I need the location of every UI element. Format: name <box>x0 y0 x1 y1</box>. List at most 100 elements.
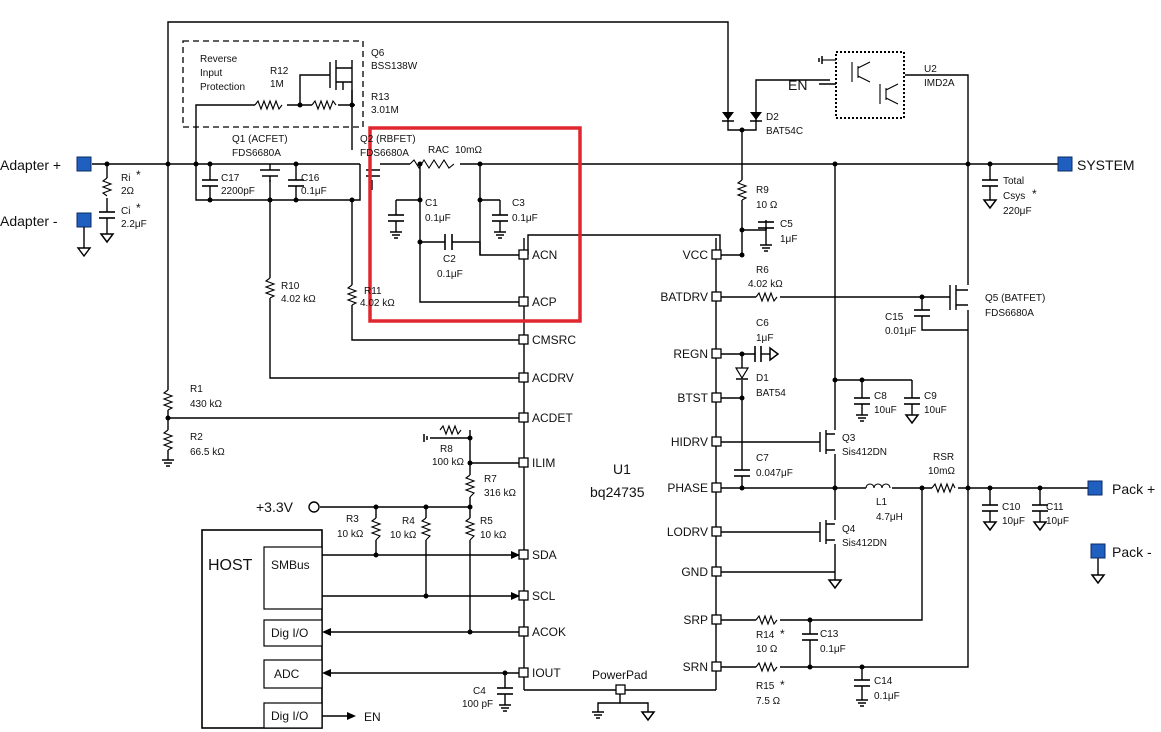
label-r6-ref: R6 <box>756 265 769 276</box>
pin-acok: ACOK <box>532 625 566 639</box>
pin-iout: IOUT <box>532 666 561 680</box>
label-c1-ref: C1 <box>425 198 438 209</box>
label-q5-ref: Q5 (BATFET) <box>985 293 1045 304</box>
label-q4-ref: Q4 <box>842 524 856 535</box>
label-c8-ref: C8 <box>874 391 887 402</box>
label-c7-value: 0.047μF <box>756 468 793 479</box>
ground-icon <box>162 459 174 467</box>
u2-transistor-pair <box>822 51 905 119</box>
diode-d1 <box>734 367 750 380</box>
label-c9-ref: C9 <box>924 391 937 402</box>
label-r10-value: 4.02 kΩ <box>281 294 316 305</box>
label-c14-ref: C14 <box>874 676 893 687</box>
label-q1-value: FDS6680A <box>232 148 281 159</box>
label-c3-ref: C3 <box>512 198 525 209</box>
label-c15-value: 0.01μF <box>885 326 916 337</box>
ground-icon <box>1032 521 1048 532</box>
capacitors <box>99 179 1048 695</box>
resistor-r5 <box>464 517 476 541</box>
label-c15-ref: C15 <box>885 312 904 323</box>
ic-pins <box>518 249 722 695</box>
label-r7-ref: R7 <box>484 474 497 485</box>
ground-icon <box>982 521 998 532</box>
host-port-digio2: Dig I/O <box>271 709 308 723</box>
en-label: EN <box>788 77 807 93</box>
resistor-rsr <box>931 482 956 494</box>
label-r8-value: 100 kΩ <box>432 457 464 468</box>
adapter-pos-label: Adapter + <box>0 157 61 173</box>
label-r13-ref: R13 <box>371 92 390 103</box>
resistor-r15 <box>755 661 778 673</box>
label-r15-value: 7.5 Ω <box>756 696 781 707</box>
ground-icon <box>827 579 843 590</box>
label-c2-value: 0.1μF <box>437 269 463 280</box>
resistor-ri <box>101 177 113 197</box>
label-q2-ref: Q2 (RBFET) <box>360 134 416 145</box>
label-r3-ref: R3 <box>346 514 359 525</box>
protection-line2: Input <box>200 68 222 79</box>
resistor-rac <box>409 158 455 170</box>
ground-icon <box>390 231 402 239</box>
label-csys-value: 220μF <box>1003 206 1032 217</box>
pin-lodrv: LODRV <box>667 525 708 539</box>
resistor-r3 <box>370 517 382 541</box>
mosfet-q3 <box>819 430 835 454</box>
pin-acdet: ACDET <box>532 411 573 425</box>
ground-icon <box>982 199 998 210</box>
host-port-smbus: SMBus <box>271 558 310 572</box>
label-r10-ref: R10 <box>281 281 300 292</box>
resistors <box>101 99 956 673</box>
mosfets <box>260 60 968 544</box>
label-csys-mark: * <box>1032 187 1037 201</box>
label-c8-value: 10uF <box>874 405 897 416</box>
resistor-r10 <box>264 277 276 299</box>
label-rsr-value: 10mΩ <box>928 466 955 477</box>
label-c5-ref: C5 <box>780 219 793 230</box>
pin-batdrv: BATDRV <box>660 290 708 304</box>
resistor-r1 <box>162 389 174 411</box>
pin-sda: SDA <box>532 548 557 562</box>
label-r4-ref: R4 <box>402 516 415 527</box>
ground-icon <box>640 711 656 722</box>
label-q6-value: BSS138W <box>371 61 418 72</box>
ground-icon <box>499 704 511 712</box>
label-c13-ref: C13 <box>820 629 839 640</box>
label-r14-value: 10 Ω <box>756 644 778 655</box>
diode-d2b <box>750 112 762 120</box>
pack-pos-label: Pack + <box>1112 481 1155 497</box>
label-c4-value: 100 pF <box>462 699 493 710</box>
supply-terminal <box>308 501 320 513</box>
host-port-digio1: Dig I/O <box>271 626 308 640</box>
pin-acp: ACP <box>532 295 557 309</box>
mosfet-q5 <box>949 285 968 310</box>
pin-btst: BTST <box>677 391 708 405</box>
mosfet-q6 <box>329 60 352 90</box>
highlight-box <box>368 126 582 323</box>
label-r9-value: 10 Ω <box>756 200 778 211</box>
label-ci-value: 2.2μF <box>121 219 147 230</box>
label-r15-ref: R15 <box>756 681 775 692</box>
label-r14-ref: R14 <box>756 630 775 641</box>
label-ci-ref: Ci <box>121 206 130 217</box>
pin-hidrv: HIDRV <box>671 435 708 449</box>
label-c3-value: 0.1μF <box>512 213 538 224</box>
label-csys-ref: Total <box>1003 176 1024 187</box>
label-q4-value: Sis412DN <box>842 538 887 549</box>
label-d2-ref: D2 <box>766 112 779 123</box>
label-r14-mark: * <box>780 627 785 641</box>
ground-icon <box>856 699 868 707</box>
host-en-label: EN <box>364 710 381 724</box>
label-d2-value: BAT54C <box>766 126 803 137</box>
label-d1-value: BAT54 <box>756 388 786 399</box>
inductor-l1 <box>865 483 891 489</box>
label-r2-value: 66.5 kΩ <box>190 447 225 458</box>
label-c4-ref: C4 <box>473 686 486 697</box>
label-rsr-ref: RSR <box>933 452 954 463</box>
label-r5-value: 10 kΩ <box>480 530 507 541</box>
ground-icon <box>760 244 772 252</box>
label-ci-mark: * <box>136 201 141 215</box>
adapter-pos-terminal <box>76 156 92 172</box>
label-l1-value: 4.7μH <box>876 512 903 523</box>
pin-scl: SCL <box>532 589 556 603</box>
